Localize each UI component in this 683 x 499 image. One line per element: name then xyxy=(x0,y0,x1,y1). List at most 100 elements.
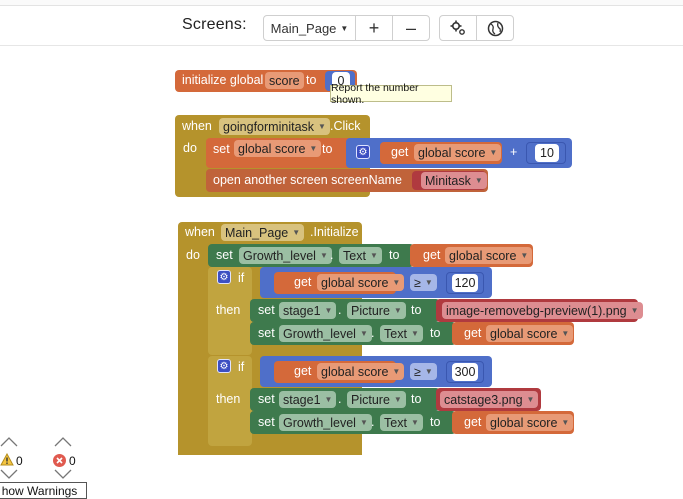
get-variable-block[interactable]: get global score▼ xyxy=(452,411,574,434)
compare-block[interactable]: get global score▼ ≥▼ 300 xyxy=(260,356,492,387)
component-dropdown[interactable]: Growth_level▼ xyxy=(279,414,372,431)
set-label: set xyxy=(216,248,233,262)
when-label: when xyxy=(185,225,215,239)
to-label: to xyxy=(430,415,441,429)
dot-label: . xyxy=(338,392,342,406)
if-block-2[interactable]: ⚙ if then xyxy=(208,356,252,446)
compare-block[interactable]: get global score▼ ≥▼ 120 xyxy=(260,267,492,298)
add-screen-button[interactable]: + xyxy=(355,15,393,41)
cog-components-icon xyxy=(450,20,465,35)
warning-down-arrow-icon[interactable] xyxy=(0,469,18,482)
globe-button[interactable] xyxy=(476,15,514,41)
variable-dropdown[interactable]: global score▼ xyxy=(234,140,322,157)
to-label: to xyxy=(322,142,333,156)
remove-screen-button[interactable]: – xyxy=(392,15,430,41)
set-property-block[interactable]: set Growth_level▼ . Text▼ to xyxy=(250,322,456,345)
component-dropdown[interactable]: goingforminitask▼ xyxy=(219,118,330,135)
do-label: do xyxy=(183,141,197,155)
component-value: Growth_level xyxy=(243,248,316,263)
component-dropdown[interactable]: Main_Page▼ xyxy=(221,224,305,241)
warning-indicator xyxy=(0,452,14,472)
mutator-gear-icon[interactable]: ⚙ xyxy=(217,359,231,373)
get-variable-block[interactable]: get global score▼ xyxy=(274,272,405,294)
set-property-block[interactable]: set stage1▼ . Picture▼ to xyxy=(250,299,440,322)
when-label: when xyxy=(182,119,212,133)
number-block[interactable]: 300 xyxy=(446,361,484,383)
chevron-down-icon: ▼ xyxy=(489,148,498,157)
error-up-arrow-icon[interactable] xyxy=(54,437,72,450)
text-block[interactable]: image-removebg-preview(1).png▼ xyxy=(436,299,643,322)
component-dropdown[interactable]: Growth_level▼ xyxy=(279,325,372,342)
event-label: .Initialize xyxy=(310,225,359,239)
chevron-down-icon: ▼ xyxy=(410,329,419,338)
number-value[interactable]: 300 xyxy=(452,363,478,381)
variable-dropdown[interactable]: global score▼ xyxy=(317,363,405,380)
if-label: if xyxy=(238,360,245,374)
get-label: get xyxy=(294,364,312,378)
chevron-down-icon: ▼ xyxy=(359,418,368,427)
get-label: get xyxy=(464,415,482,429)
property-dropdown[interactable]: Text▼ xyxy=(380,414,423,431)
set-property-block[interactable]: set stage1▼ . Picture▼ to xyxy=(250,388,440,411)
chevron-down-icon: ▼ xyxy=(424,278,433,287)
if-block-1[interactable]: ⚙ if then xyxy=(208,267,252,352)
mutator-gear-icon[interactable]: ⚙ xyxy=(217,270,231,284)
number-value[interactable]: 10 xyxy=(535,144,559,162)
number-value[interactable]: 120 xyxy=(452,274,478,292)
chevron-down-icon: ▼ xyxy=(369,251,378,260)
operator-dropdown[interactable]: ≥▼ xyxy=(410,274,437,291)
property-dropdown[interactable]: Picture▼ xyxy=(347,391,406,408)
variable-dropdown[interactable]: global score▼ xyxy=(445,247,533,264)
text-block[interactable]: Minitask▼ xyxy=(412,171,487,190)
picture-value: catstage3.png xyxy=(444,392,523,407)
event-label: .Click xyxy=(330,119,361,133)
error-down-arrow-icon[interactable] xyxy=(54,469,72,482)
show-warnings-button[interactable]: how Warnings xyxy=(0,482,87,499)
set-label: set xyxy=(258,392,275,406)
open-another-screen-block[interactable]: open another screen screenName Minitask▼ xyxy=(206,169,488,192)
get-variable-block[interactable]: get global score▼ xyxy=(452,322,574,345)
plus-operator: + xyxy=(510,145,518,159)
variable-dropdown[interactable]: global score▼ xyxy=(486,414,574,431)
dot-label: . xyxy=(371,326,375,340)
set-property-block[interactable]: set Growth_level▼ . Text▼ to xyxy=(208,244,414,267)
picture-dropdown[interactable]: catstage3.png▼ xyxy=(440,391,539,408)
property-dropdown[interactable]: Text▼ xyxy=(339,247,382,264)
error-indicator xyxy=(52,453,67,473)
number-block[interactable]: 120 xyxy=(446,272,484,294)
open-screen-label: open another screen screenName xyxy=(213,173,403,187)
text-block[interactable]: catstage3.png▼ xyxy=(436,388,541,411)
variable-value: global score xyxy=(490,415,558,430)
chevron-down-icon: ▼ xyxy=(630,306,639,315)
variable-dropdown[interactable]: global score▼ xyxy=(486,325,574,342)
variable-name-field[interactable]: score xyxy=(265,72,304,89)
screen-name-dropdown[interactable]: Minitask▼ xyxy=(421,172,487,189)
variable-value: global score xyxy=(321,275,389,290)
to-label: to xyxy=(389,248,400,262)
set-property-block[interactable]: set Growth_level▼ . Text▼ to xyxy=(250,411,456,434)
picture-dropdown[interactable]: image-removebg-preview(1).png▼ xyxy=(442,302,643,319)
variable-dropdown[interactable]: global score▼ xyxy=(414,144,502,161)
get-label: get xyxy=(423,248,441,262)
operator-dropdown[interactable]: ≥▼ xyxy=(410,363,437,380)
variable-value: global score xyxy=(238,141,306,156)
number-block[interactable]: 10 xyxy=(526,142,566,164)
property-value: Text xyxy=(384,415,407,430)
if-label: if xyxy=(238,271,245,285)
math-add-block[interactable]: ⚙ get global score▼ + 10 xyxy=(346,138,572,168)
component-dropdown[interactable]: Growth_level▼ xyxy=(239,247,332,264)
get-variable-block[interactable]: get global score▼ xyxy=(380,142,502,164)
get-variable-block[interactable]: get global score▼ xyxy=(274,361,405,383)
component-dropdown[interactable]: stage1▼ xyxy=(279,302,337,319)
property-dropdown[interactable]: Text▼ xyxy=(380,325,423,342)
variable-dropdown[interactable]: global score▼ xyxy=(317,274,405,291)
property-dropdown[interactable]: Picture▼ xyxy=(347,302,406,319)
component-dropdown[interactable]: stage1▼ xyxy=(279,391,337,408)
get-variable-block[interactable]: get global score▼ xyxy=(410,244,533,267)
screen-select-dropdown[interactable]: Main_Page ▼ xyxy=(263,15,356,41)
then-label: then xyxy=(216,303,241,317)
warning-up-arrow-icon[interactable] xyxy=(0,437,18,450)
component-value: goingforminitask xyxy=(223,119,315,134)
components-button[interactable] xyxy=(439,15,477,41)
mutator-gear-icon[interactable]: ⚙ xyxy=(356,145,370,159)
